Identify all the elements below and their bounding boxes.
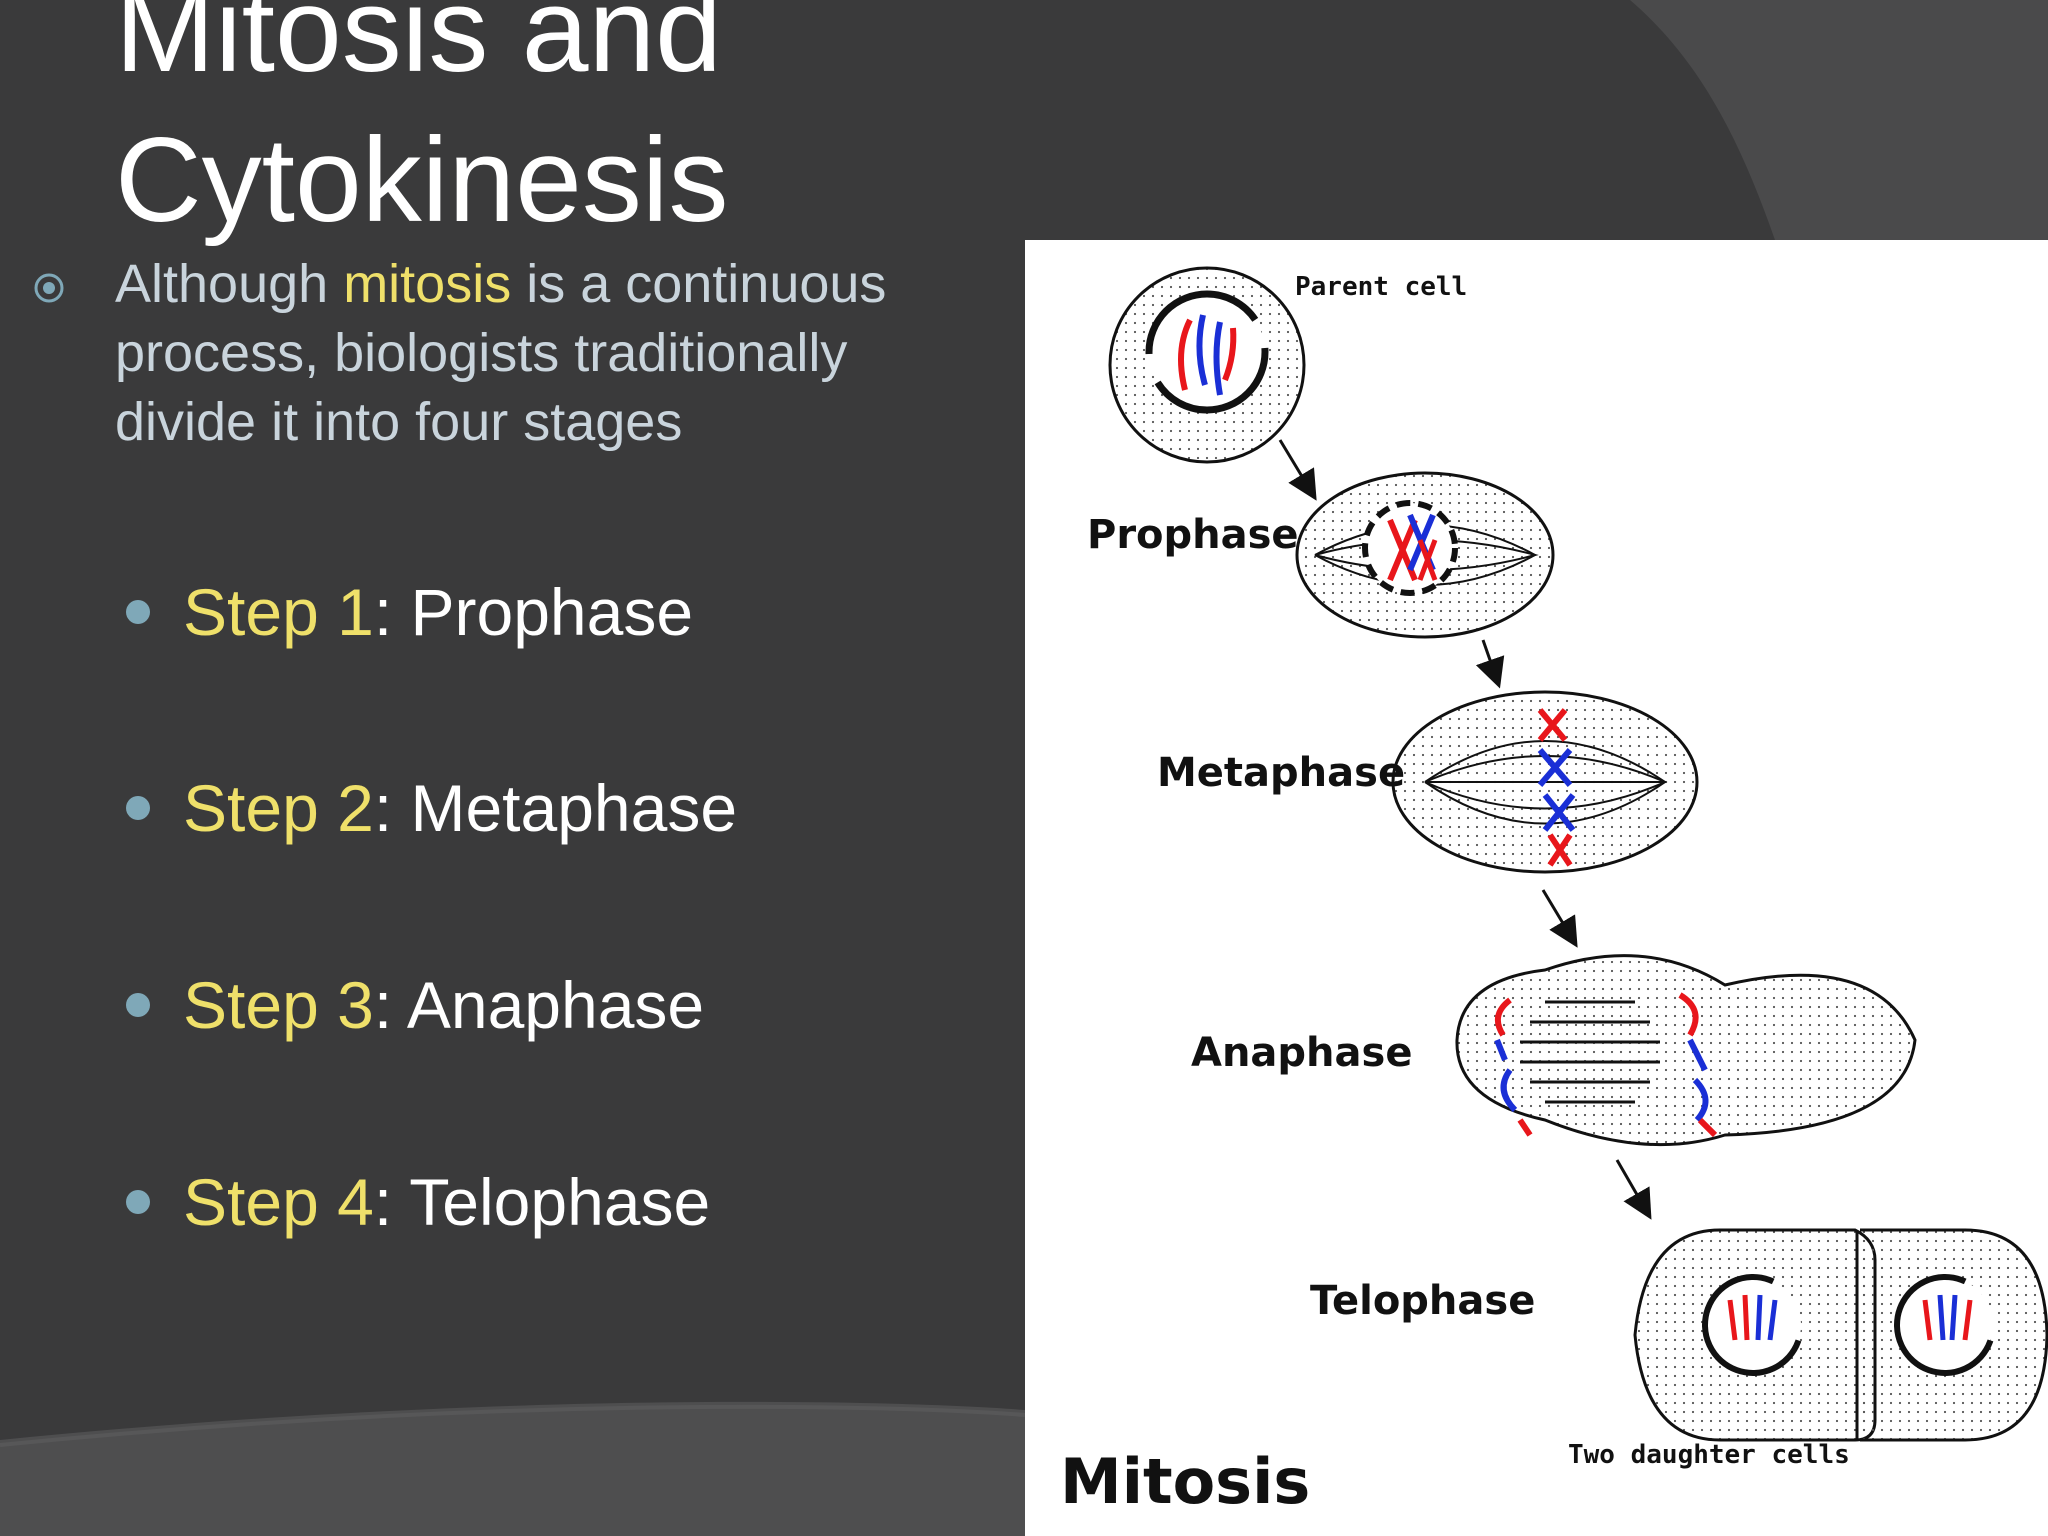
step-item-2: Step 2: Metaphase	[126, 768, 738, 848]
metaphase-cell	[1391, 690, 1699, 874]
parent-cell-label: Parent cell	[1295, 272, 1468, 302]
daughter-cells-label: Two daughter cells	[1568, 1440, 1850, 1470]
step-name: : Anaphase	[373, 968, 705, 1042]
step-name: : Metaphase	[373, 771, 738, 845]
intro-highlight-mitosis: mitosis	[343, 254, 512, 314]
slide-title-line-2: Cytokinesis	[115, 113, 729, 247]
stage-label-telophase: Telophase	[1310, 1278, 1536, 1324]
dot-icon	[126, 796, 150, 820]
step-item-3: Step 3: Anaphase	[126, 965, 705, 1045]
stage-label-anaphase: Anaphase	[1191, 1030, 1413, 1076]
arrow-to-metaphase	[1475, 639, 1505, 689]
step-label: Step 3	[183, 968, 374, 1042]
step-label: Step 1	[183, 575, 374, 649]
step-label: Step 4	[183, 1165, 374, 1239]
dot-icon	[126, 993, 150, 1017]
stage-label-metaphase: Metaphase	[1157, 750, 1406, 796]
intro-text: Although mitosis is a continuous process…	[115, 250, 995, 457]
intro-text-end: is a continuous process, biologists trad…	[115, 254, 887, 452]
step-item-1: Step 1: Prophase	[126, 572, 694, 652]
step-name: : Prophase	[373, 575, 694, 649]
arrow-to-prophase	[1278, 439, 1317, 501]
anaphase-cell	[1455, 954, 1917, 1147]
step-item-4: Step 4: Telophase	[126, 1162, 711, 1242]
slide-title-line-1: Mitosis and	[115, 0, 722, 97]
dot-icon	[126, 1190, 150, 1214]
dot-icon	[126, 600, 150, 624]
circle-dot-icon	[34, 273, 64, 303]
prophase-cell	[1295, 471, 1555, 639]
arrow-to-telophase	[1615, 1159, 1652, 1220]
step-label: Step 2	[183, 771, 374, 845]
diagram-title: Mitosis	[1060, 1445, 1311, 1518]
parent-cell	[1108, 266, 1306, 464]
arrow-to-anaphase	[1541, 889, 1578, 948]
stage-label-prophase: Prophase	[1087, 512, 1299, 558]
step-name: : Telophase	[373, 1165, 711, 1239]
intro-text-start: Although	[115, 254, 344, 314]
mitosis-diagram: Parent cell Prophase Metaphase Anaphase …	[1025, 240, 2048, 1536]
telophase-cells	[1633, 1228, 2048, 1442]
mitosis-diagram-drawing	[1108, 266, 2048, 1442]
